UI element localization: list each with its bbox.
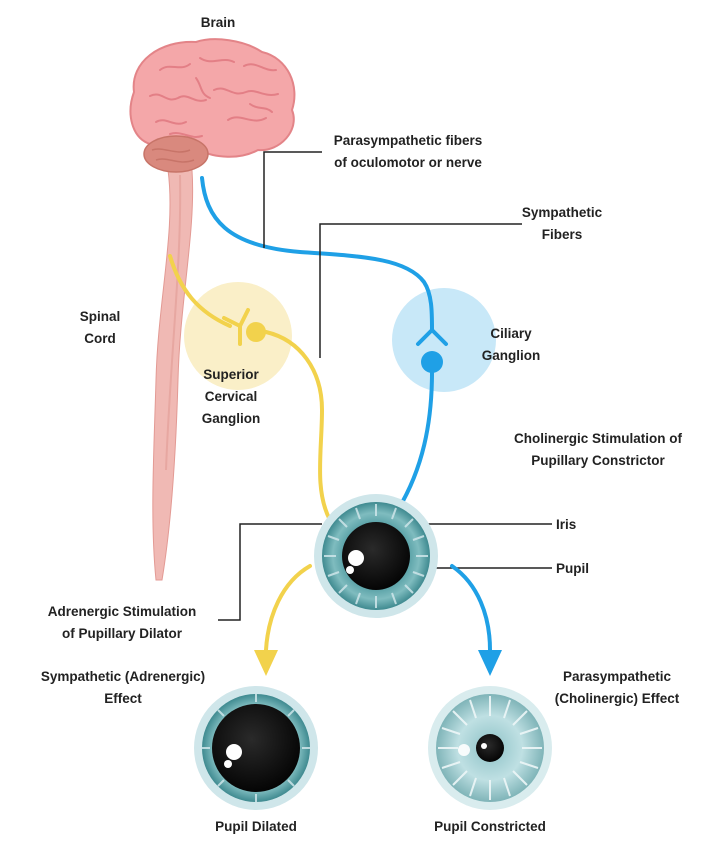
parasympathetic-effect-label: Parasympathetic (Cholinergic) Effect <box>532 666 702 710</box>
pupil-constricted-label: Pupil Constricted <box>414 816 566 838</box>
iris-label: Iris <box>556 514 616 536</box>
spinal-cord-label: Spinal Cord <box>60 306 140 350</box>
parasympathetic-effect-arrow <box>452 566 502 676</box>
sympathetic-effect-label: Sympathetic (Adrenergic) Effect <box>18 666 228 710</box>
parasympathetic-fibers-label: Parasympathetic fibers of oculomotor or … <box>318 130 498 174</box>
main-eye <box>314 494 438 618</box>
pupil-label: Pupil <box>556 558 616 580</box>
dilated-pupil <box>212 704 300 792</box>
ciliary-ganglion-label: Ciliary Ganglion <box>466 323 556 367</box>
superior-cervical-ganglion-label: Superior Cervical Ganglion <box>186 364 276 430</box>
sympathetic-effect-arrow <box>254 566 310 676</box>
constricted-pupil <box>476 734 504 762</box>
cholinergic-stimulation-label: Cholinergic Stimulation of Pupillary Con… <box>488 428 708 472</box>
brain-label: Brain <box>188 12 248 34</box>
adrenergic-stimulation-label: Adrenergic Stimulation of Pupillary Dila… <box>28 601 216 645</box>
sympathetic-fibers-label: Sympathetic Fibers <box>512 202 612 246</box>
pupil-dilated-label: Pupil Dilated <box>196 816 316 838</box>
